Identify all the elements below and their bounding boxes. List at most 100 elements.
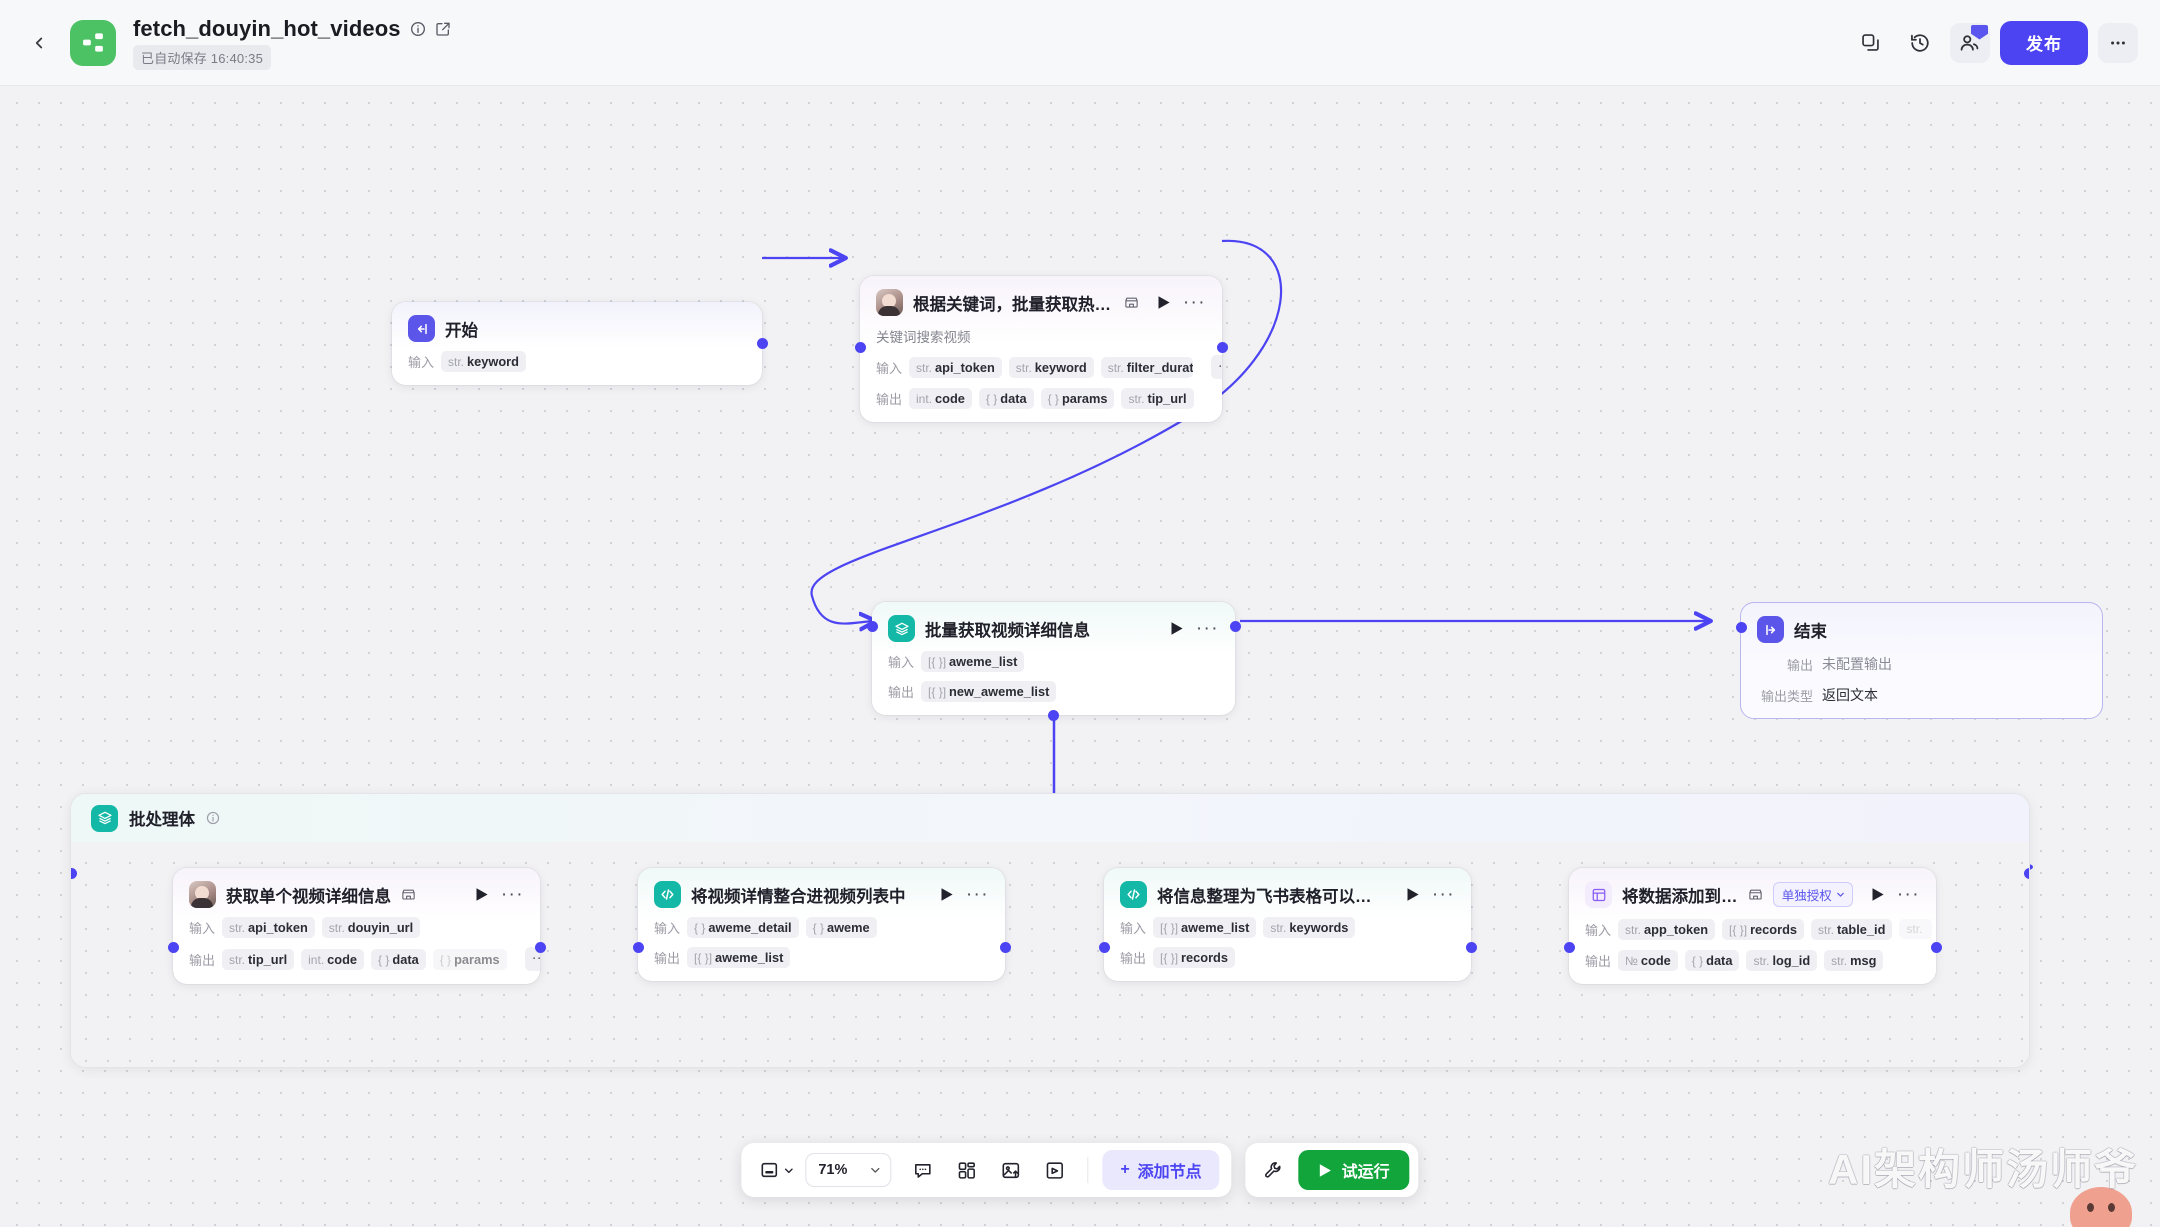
zoom-select[interactable]: 71% (805, 1153, 892, 1187)
wrench-button[interactable] (1255, 1151, 1293, 1189)
output-port[interactable] (999, 942, 1011, 953)
input-port[interactable] (1735, 622, 1747, 633)
node-keyword-search[interactable]: 根据关键词，批量获取热门视频 ··· 关键词搜索视频 输入 str.api_to… (854, 276, 1228, 422)
batch-node-4[interactable]: 将数据添加到多维… 单独授权 ··· 输入 str.app_tok (1563, 868, 1942, 984)
input-port[interactable] (866, 621, 878, 632)
add-node-button[interactable]: + 添加节点 (1102, 1150, 1220, 1190)
node-start[interactable]: 开始 输入 str.keyword (392, 302, 768, 385)
input-overflow-button[interactable]: ··· (1210, 355, 1222, 379)
io-chip[interactable]: str.tip_url (222, 948, 295, 970)
output-port[interactable] (1465, 942, 1477, 953)
workflow-canvas[interactable]: 开始 输入 str.keyword 根据关键词，批量获取热门视频 ··· (0, 86, 2160, 1227)
output-port-side[interactable] (1216, 342, 1228, 353)
screen-fit-button[interactable] (753, 1160, 797, 1180)
io-chip[interactable]: [{ }]new_aweme_list (921, 681, 1057, 702)
io-chip[interactable]: [{ }]records (1153, 947, 1235, 968)
more-options-button[interactable] (2098, 22, 2138, 63)
ellipsis-icon[interactable]: ··· (1896, 883, 1920, 905)
ellipsis-icon[interactable]: ··· (1182, 291, 1206, 313)
input-port[interactable] (1098, 942, 1110, 953)
input-port[interactable] (632, 942, 644, 953)
copy-icon[interactable] (1850, 23, 1890, 63)
io-chip[interactable]: { }params (432, 948, 507, 970)
info-circle-icon[interactable] (410, 21, 426, 37)
input-port[interactable] (167, 942, 179, 953)
play-icon[interactable] (1157, 295, 1171, 310)
play-icon[interactable] (1406, 887, 1420, 902)
io-chip[interactable]: [{ }]aweme_list (1153, 917, 1257, 938)
io-chip[interactable]: [{ }]records (1722, 918, 1805, 940)
node-batch-fetch[interactable]: 批量获取视频详细信息 ··· 输入 [{ }]aweme_list 输出 [{ … (866, 602, 1241, 721)
run-button[interactable]: 试运行 (1298, 1150, 1410, 1190)
image-export-button[interactable] (991, 1151, 1029, 1189)
back-button[interactable] (22, 26, 56, 60)
io-chip[interactable]: int.code (909, 388, 972, 409)
auth-chip[interactable]: 单独授权 (1772, 882, 1853, 907)
output-port[interactable] (1229, 621, 1241, 632)
batch-node-3[interactable]: 将信息整理为飞书表格可以使用… ··· 输入 [{ }]aweme_list s… (1098, 868, 1477, 981)
node-header: 获取单个视频详细信息 ··· (173, 881, 540, 908)
output-overflow-button[interactable]: ··· (524, 947, 540, 971)
io-chip[interactable]: int.code (301, 948, 365, 970)
node-output-row: 输出 [{ }]new_aweme_list (872, 681, 1235, 702)
plugin-store-icon[interactable] (401, 887, 416, 902)
comment-button[interactable] (903, 1151, 941, 1189)
members-icon[interactable] (1950, 22, 1990, 63)
batch-body-port[interactable] (1048, 709, 1059, 721)
io-chip[interactable]: [{ }]aweme_list (921, 651, 1025, 672)
play-icon[interactable] (1170, 621, 1184, 636)
batch-body-container[interactable]: 批处理体 获取单个视频详细信息 ··· (70, 793, 2030, 1068)
io-chip[interactable]: str.douyin_url (321, 917, 421, 938)
io-chip[interactable]: str.keyword (1008, 356, 1094, 378)
container-input-port[interactable] (71, 868, 77, 879)
batch-node-2[interactable]: 将视频详情整合进视频列表中 ··· 输入 { }aweme_detail { }… (632, 868, 1011, 981)
io-chip[interactable]: str.api_token (222, 917, 315, 938)
io-chip[interactable]: str.msg (1824, 950, 1884, 971)
history-clock-icon[interactable] (1900, 23, 1940, 63)
io-chip[interactable]: str.log_id (1746, 950, 1818, 971)
ellipsis-icon[interactable]: ··· (500, 883, 524, 905)
chip-name: api_token (248, 920, 308, 935)
auto-layout-icon (958, 1161, 975, 1179)
ellipsis-icon[interactable]: ··· (1431, 883, 1455, 905)
io-chip[interactable]: str. (1899, 919, 1933, 939)
io-chip[interactable]: [{ }]aweme_list (687, 947, 791, 968)
output-port[interactable] (534, 942, 546, 953)
input-port[interactable] (854, 342, 866, 353)
info-circle-icon[interactable] (206, 811, 220, 825)
node-header: 将数据添加到多维… 单独授权 ··· (1569, 881, 1936, 908)
io-chip[interactable]: str.app_token (1618, 918, 1716, 940)
publish-button[interactable]: 发布 (2000, 20, 2088, 65)
io-chip[interactable]: { }data (978, 388, 1034, 409)
play-icon[interactable] (940, 887, 954, 902)
ellipsis-icon[interactable]: ··· (965, 883, 989, 905)
auto-layout-button[interactable] (947, 1151, 985, 1189)
io-chip[interactable]: str.filter_duration (1100, 356, 1193, 378)
chip-type: str. (1270, 921, 1287, 935)
io-chip[interactable]: { }params (1040, 388, 1115, 409)
plugin-store-icon[interactable] (1124, 295, 1139, 310)
play-icon[interactable] (475, 887, 489, 902)
io-chip[interactable]: str.table_id (1811, 918, 1893, 940)
chip-name: records (1750, 921, 1798, 937)
io-chip[interactable]: str.keywords (1263, 917, 1356, 938)
node-end[interactable]: 结束 输出 未配置输出 输出类型 返回文本 (1735, 602, 2103, 719)
io-chip[interactable]: { }data (371, 948, 426, 970)
chip-name: params (1061, 391, 1108, 406)
io-chip[interactable]: str.api_token (909, 356, 1002, 378)
play-icon[interactable] (1871, 887, 1885, 902)
input-port[interactable] (1563, 942, 1575, 953)
plugin-store-icon[interactable] (1748, 887, 1763, 902)
io-chip[interactable]: str.tip_url (1121, 388, 1194, 409)
sticky-note-button[interactable] (1035, 1151, 1073, 1189)
edit-square-icon[interactable] (435, 21, 451, 37)
output-port[interactable] (756, 338, 768, 349)
ellipsis-icon[interactable]: ··· (1195, 617, 1219, 639)
io-chip[interactable]: { }aweme (805, 917, 877, 938)
batch-node-1[interactable]: 获取单个视频详细信息 ··· 输入 str.api_token str.douy… (167, 868, 546, 984)
io-chip[interactable]: { }aweme_detail (687, 917, 799, 938)
io-chip[interactable]: { }data (1684, 950, 1740, 971)
output-port[interactable] (1930, 942, 1942, 953)
io-chip[interactable]: str.keyword (441, 351, 526, 372)
